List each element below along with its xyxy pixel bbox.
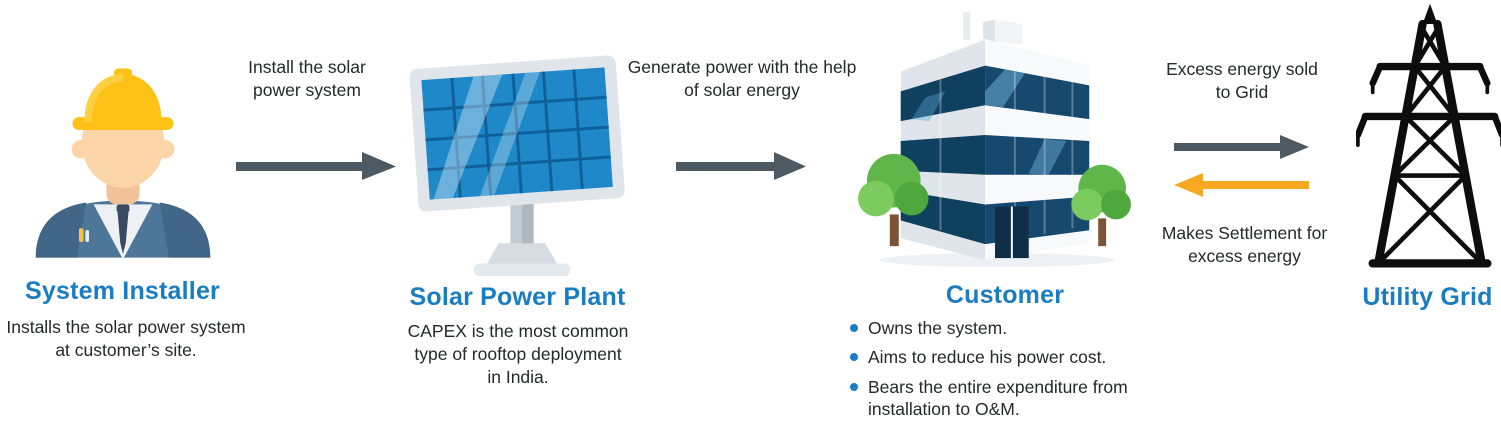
list-item: Owns the system. bbox=[850, 317, 1175, 339]
installer-title: System Installer bbox=[25, 277, 220, 305]
settlement-label: Makes Settlement for excess energy bbox=[1161, 223, 1328, 267]
customer-bullet: Owns the system. bbox=[868, 318, 1008, 338]
installer-description: Installs the solar power system at custo… bbox=[6, 317, 246, 361]
bullet-icon bbox=[850, 353, 858, 362]
generate-arrow-label: Generate power with the help of solar en… bbox=[627, 57, 857, 101]
install-arrow-label: Install the solar power system bbox=[248, 57, 366, 101]
excess-energy-arrow-icon bbox=[1174, 135, 1309, 159]
transmission-tower-icon bbox=[1356, 3, 1501, 268]
building-icon bbox=[858, 11, 1131, 268]
customer-title: Customer bbox=[945, 281, 1065, 309]
flow-arrow-icon bbox=[236, 152, 396, 180]
plant-title: Solar Power Plant bbox=[409, 283, 626, 311]
solar-panel-icon bbox=[409, 55, 625, 277]
customer-bullet: Bears the entire expenditure from instal… bbox=[868, 376, 1128, 420]
bullet-icon bbox=[850, 382, 858, 391]
excess-energy-label: Excess energy sold to Grid bbox=[1166, 59, 1318, 103]
worker-icon bbox=[35, 68, 211, 260]
customer-bullet: Aims to reduce his power cost. bbox=[868, 347, 1107, 368]
plant-description: CAPEX is the most common type of rooftop… bbox=[407, 321, 629, 388]
list-item: Bears the entire expenditure from instal… bbox=[850, 376, 1175, 421]
settlement-arrow-icon bbox=[1174, 173, 1309, 197]
utility-title: Utility Grid bbox=[1362, 283, 1493, 311]
list-item: Aims to reduce his power cost. bbox=[850, 346, 1175, 368]
flow-arrow-icon bbox=[676, 152, 806, 180]
bullet-icon bbox=[850, 324, 858, 332]
customer-bullet-list: Owns the system. Aims to reduce his powe… bbox=[850, 317, 1175, 421]
